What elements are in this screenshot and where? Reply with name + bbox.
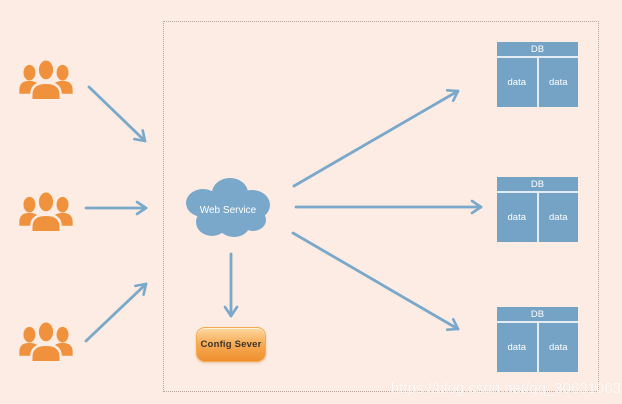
db-data-cell: data bbox=[497, 323, 539, 372]
db-box-top: DB data data bbox=[497, 42, 578, 107]
config-server-box: Config Sever bbox=[196, 327, 266, 362]
db-title: DB bbox=[497, 42, 578, 58]
db-data-cell: data bbox=[549, 212, 568, 223]
config-server-label: Config Sever bbox=[200, 339, 262, 350]
db-title: DB bbox=[497, 177, 578, 193]
cloud-label: Web Service bbox=[200, 205, 257, 216]
db-data-cell: data bbox=[549, 77, 568, 88]
cloud-icon: Web Service bbox=[186, 178, 270, 237]
web-service-cloud: Web Service bbox=[182, 176, 274, 242]
arrow-users-bottom-to-cloud bbox=[84, 282, 148, 343]
users-icon-middle bbox=[18, 189, 74, 235]
users-icon bbox=[19, 320, 73, 364]
users-icon bbox=[19, 58, 73, 102]
users-icon-bottom bbox=[18, 319, 74, 365]
db-data-cell: data bbox=[497, 58, 539, 107]
db-title: DB bbox=[497, 307, 578, 323]
arrow-users-top-to-cloud bbox=[87, 85, 147, 143]
db-data-cell: data bbox=[497, 193, 539, 242]
system-boundary-box bbox=[163, 21, 599, 392]
db-box-middle: DB data data bbox=[497, 177, 578, 242]
users-icon bbox=[19, 190, 73, 234]
watermark-url: https://blog.csdn.net/qq_30631063 bbox=[390, 380, 621, 397]
db-box-bottom: DB data data bbox=[497, 307, 578, 372]
users-icon-top bbox=[18, 57, 74, 103]
db-data-cell: data bbox=[549, 342, 568, 353]
